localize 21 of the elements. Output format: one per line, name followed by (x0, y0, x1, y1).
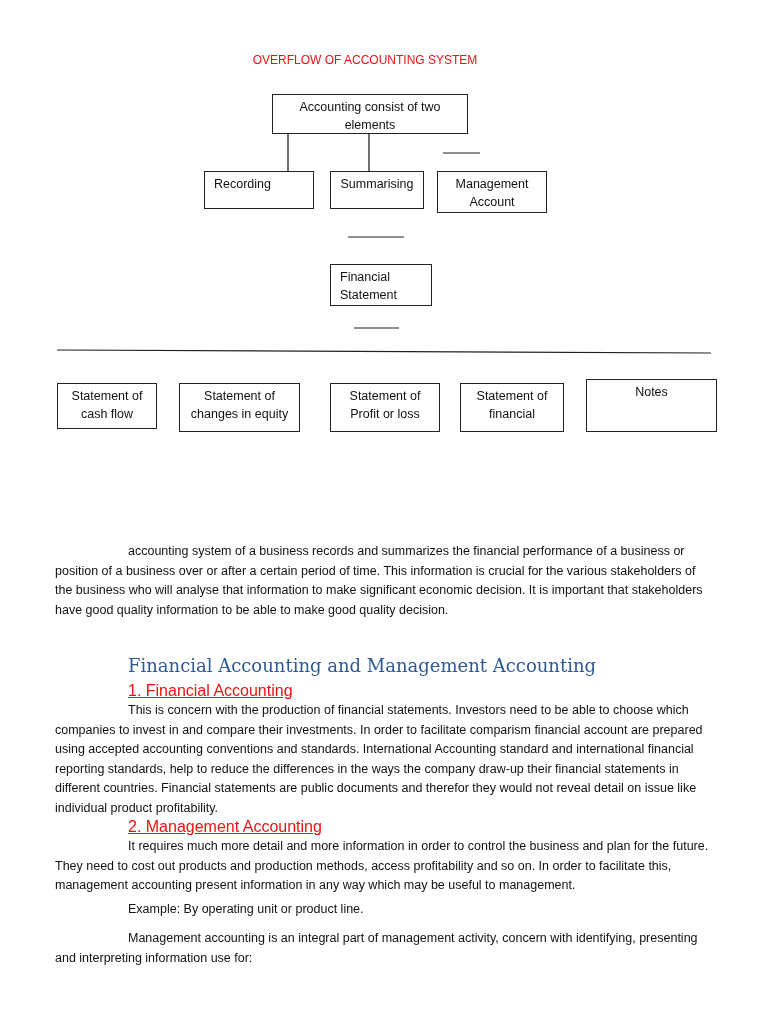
text-box: Management Account (437, 171, 547, 213)
text-box: Statement of cash flow (57, 383, 157, 429)
paragraph: It requires much more detail and more information in order to control the business and plan for the future. They need to cost out products and production methods, access profitability and so on. In order to facilitate this, management accounting present information in any way which may be useful to management. (55, 838, 710, 894)
title: OVERFLOW OF ACCOUNTING SYSTEM (251, 53, 479, 67)
text-box: Recording (204, 171, 314, 209)
connector-line (287, 133, 289, 172)
subsection-heading: 2. Management Accounting (127, 817, 323, 837)
text-box: Statement of changes in equity (179, 383, 300, 432)
paragraph: This is concern with the production of financial statements. Investors need to be able to choose which companies to invest in and compare their investments. In order to facilitate comparism financial account are prepared using accepted accounting conventions and standards. International Accounting standard and international financial reporting standards, help to reduce the differences in the ways the company draw-up their financial statements in different countries. Financial statements are public documents and therefor they would not reveal detail on issue like individual product profitability. (55, 702, 704, 817)
section-heading: Financial Accounting and Management Accounting (127, 656, 597, 676)
paragraph: Management accounting is an integral part of management activity, concern with identifying, presenting and interpreting information use for: (55, 930, 699, 967)
text-box: Summarising (330, 171, 424, 209)
text-box: Statement of Profit or loss (330, 383, 440, 432)
text-box: Notes (586, 379, 717, 432)
connector-line (368, 133, 370, 172)
subsection-heading: 1. Financial Accounting (127, 681, 294, 701)
text-box: Accounting consist of two elements (272, 94, 468, 134)
text-box: Financial Statement (330, 264, 432, 306)
text-box: Statement of financial (460, 383, 564, 432)
paragraph: Example: By operating unit or product line. (127, 901, 365, 918)
paragraph: accounting system of a business records and summarizes the financial performance of a business or position of a business over or after a certain period of time. This information is crucial for the various stakeholders of the business who will analyse that information to make significant economic decision. It is important that stakeholders have good quality information to be able to make good quality decision. (55, 543, 704, 619)
